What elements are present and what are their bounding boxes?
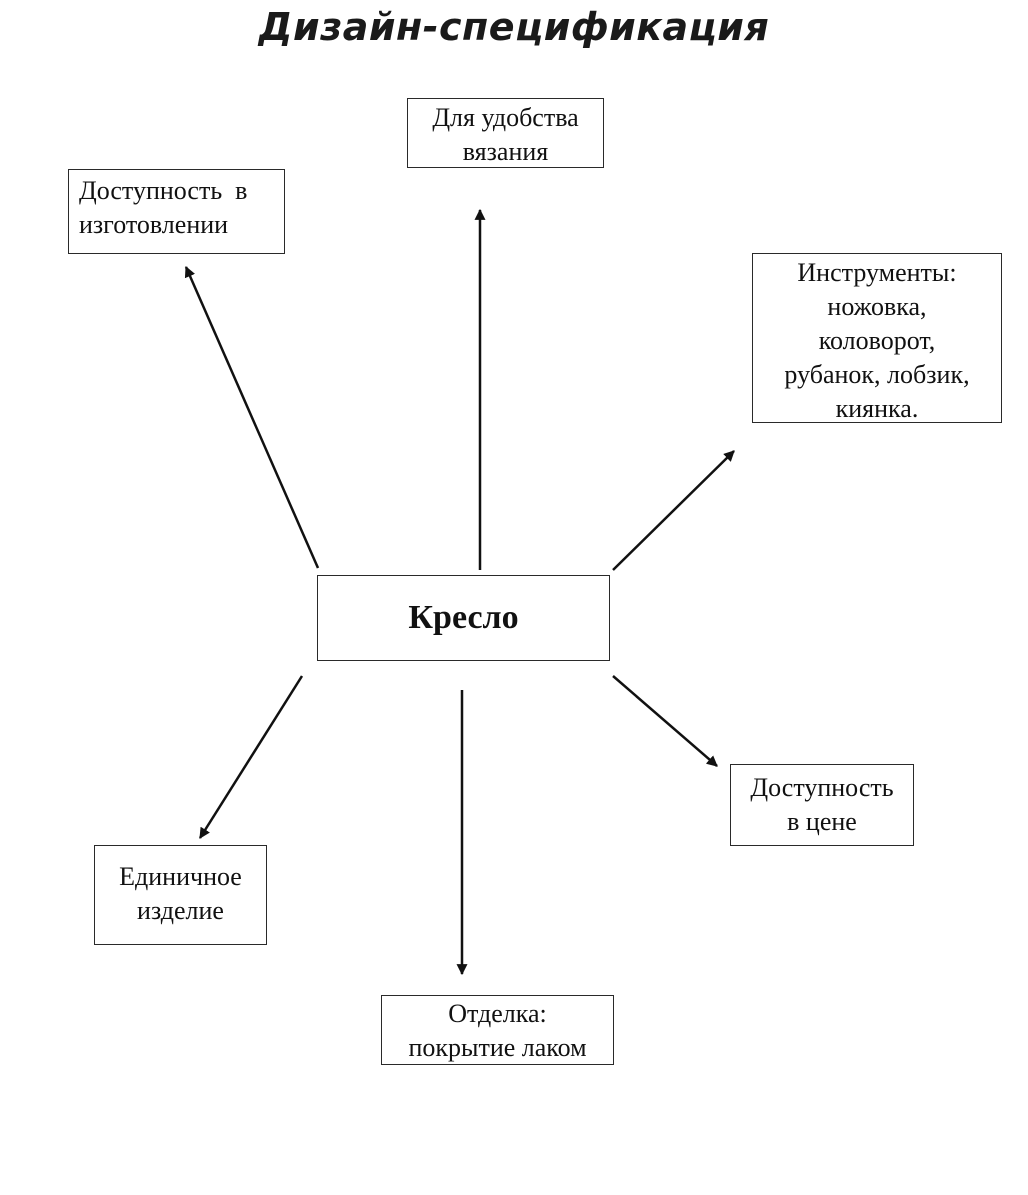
node-single-item: Единичное изделие bbox=[94, 845, 267, 945]
arrow-to-single bbox=[198, 675, 304, 839]
node-single-item-label: Единичное изделие bbox=[119, 862, 242, 925]
arrow-to-price bbox=[612, 675, 718, 767]
diagram-title: Дизайн-спецификация bbox=[258, 5, 770, 49]
node-price: Доступность в цене bbox=[730, 764, 914, 846]
arrow-to-manufacture bbox=[184, 265, 320, 569]
node-knitting-label: Для удобства вязания bbox=[432, 103, 579, 166]
node-manufacture: Доступность в изготовлении bbox=[68, 169, 285, 254]
center-label: Кресло bbox=[408, 599, 519, 636]
node-center-armchair: Кресло bbox=[317, 575, 610, 661]
node-finish-label: Отделка: покрытие лаком bbox=[408, 999, 587, 1062]
node-knitting: Для удобства вязания bbox=[407, 98, 604, 168]
node-manufacture-label: Доступность в изготовлении bbox=[79, 176, 248, 239]
node-finish: Отделка: покрытие лаком bbox=[381, 995, 614, 1065]
node-price-label: Доступность в цене bbox=[750, 773, 894, 836]
arrow-to-tools bbox=[612, 450, 735, 571]
node-tools-label: Инструменты: ножовка, коловорот, рубанок… bbox=[784, 258, 970, 423]
node-tools: Инструменты: ножовка, коловорот, рубанок… bbox=[752, 253, 1002, 423]
